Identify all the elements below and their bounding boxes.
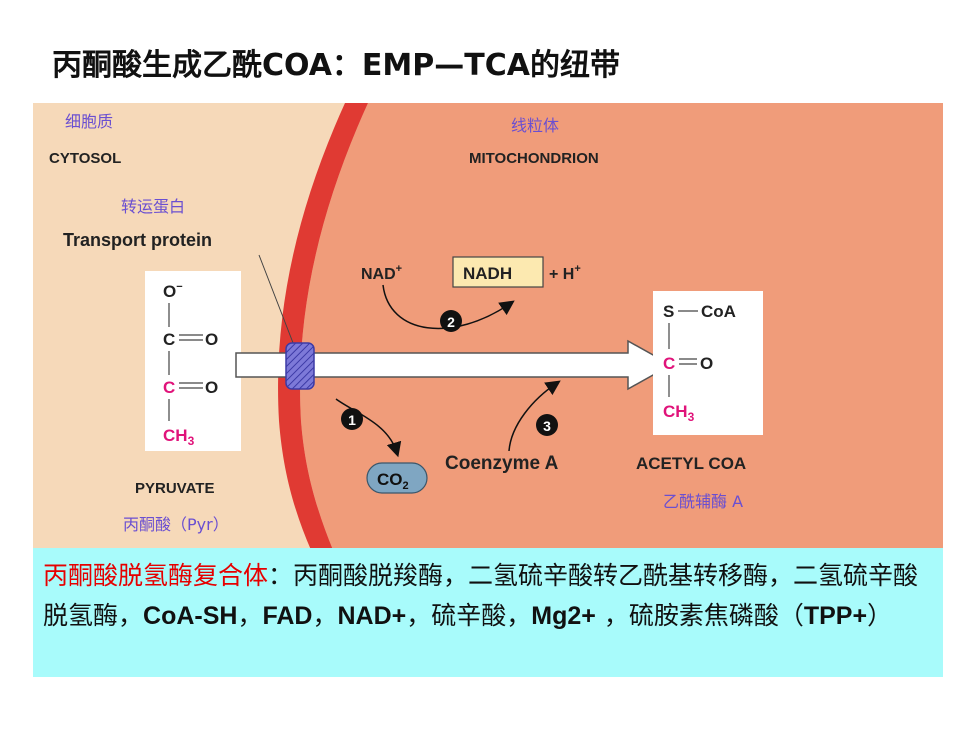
caption-coash: CoA-SH	[143, 602, 238, 630]
step-2-number: 2	[447, 314, 455, 330]
h-plus-label: + H+	[549, 263, 581, 283]
coenzyme-a-arrow	[508, 380, 561, 452]
transport-protein-label-en: Transport protein	[63, 230, 212, 250]
caption-tpp: TPP+	[803, 602, 868, 630]
acetyl-coa-structure-box	[653, 291, 763, 435]
slide-title: 丙酮酸生成乙酰COA：EMP—TCA的纽带	[52, 48, 620, 83]
acetyl-o: O	[700, 354, 713, 373]
acetyl-ch3: CH3	[663, 402, 695, 424]
pyruvate-label-en: PYRUVATE	[135, 480, 214, 497]
coenzyme-a-label: Coenzyme A	[445, 453, 559, 474]
transport-protein-label-cn: 转运蛋白	[121, 197, 185, 216]
acetyl-c: C	[663, 354, 675, 373]
pyruvate-structure-box	[145, 271, 241, 451]
co2-pill	[366, 462, 428, 494]
caption-sep: ，	[237, 601, 263, 630]
acetyl-coa: CoA	[701, 302, 736, 321]
caption-fad: FAD	[262, 602, 313, 630]
pyruvate-o2: O	[205, 378, 218, 397]
co2-label: CO2	[377, 470, 409, 492]
cytosol-label-cn: 细胞质	[65, 112, 113, 131]
caption-sep: ，	[312, 601, 338, 630]
step-1-number: 1	[348, 412, 356, 428]
cytosol-label-en: CYTOSOL	[49, 150, 121, 167]
acetyl-coa-label-cn: 乙酰辅酶 A	[663, 492, 743, 511]
nadh-label: NADH	[463, 264, 512, 283]
step-3-number: 3	[543, 418, 551, 434]
nadh-box	[452, 256, 544, 288]
step-1-badge	[341, 408, 363, 430]
mitochondrion-label-cn: 线粒体	[511, 116, 559, 135]
enzyme-complex-caption: 丙酮酸脱氢酶复合体：丙酮酸脱羧酶，二氢硫辛酸转乙酰基转移酶，二氢硫辛酸脱氢酶，C…	[33, 548, 943, 677]
caption-text: ：丙酮酸脱羧酶，二氢硫辛酸转乙酰基转移酶，二氢硫辛酸脱氢酶，	[43, 561, 919, 630]
caption-text: ，硫胺素焦磷酸（	[595, 601, 804, 630]
pyruvate-c1: C	[163, 330, 175, 349]
caption-mg: Mg2+	[531, 602, 596, 630]
transport-protein	[285, 342, 315, 390]
caption-highlight: 丙酮酸脱氢酶复合体	[43, 561, 269, 590]
acetyl-s: S	[663, 302, 674, 321]
transport-protein-pointer	[258, 254, 296, 349]
pyruvate-o-minus: O−	[163, 281, 183, 301]
decarboxylation-arrow	[335, 398, 402, 458]
caption-text: ，硫辛酸，	[406, 601, 532, 630]
nad-reduction-arrow	[382, 284, 515, 330]
nad-label: NAD+	[361, 263, 402, 283]
caption-nad: NAD+	[337, 602, 407, 630]
pyruvate-transport-diagram: 细胞质 CYTOSOL 线粒体 MITOCHONDRION 转运蛋白 Trans…	[33, 103, 943, 550]
acetyl-coa-label-en: ACETYL COA	[636, 454, 746, 473]
pyruvate-ch3: CH3	[163, 426, 195, 448]
pyruvate-o1: O	[205, 330, 218, 349]
caption-text: ）	[867, 601, 893, 630]
mitochondrial-membrane	[278, 103, 368, 550]
mitochondrion-label-en: MITOCHONDRION	[469, 150, 599, 167]
step-2-badge	[440, 310, 462, 332]
pyruvate-label-cn: 丙酮酸（Pyr）	[123, 515, 229, 534]
step-3-badge	[536, 414, 558, 436]
mitochondrion-region	[300, 103, 943, 550]
pyruvate-c2: C	[163, 378, 175, 397]
